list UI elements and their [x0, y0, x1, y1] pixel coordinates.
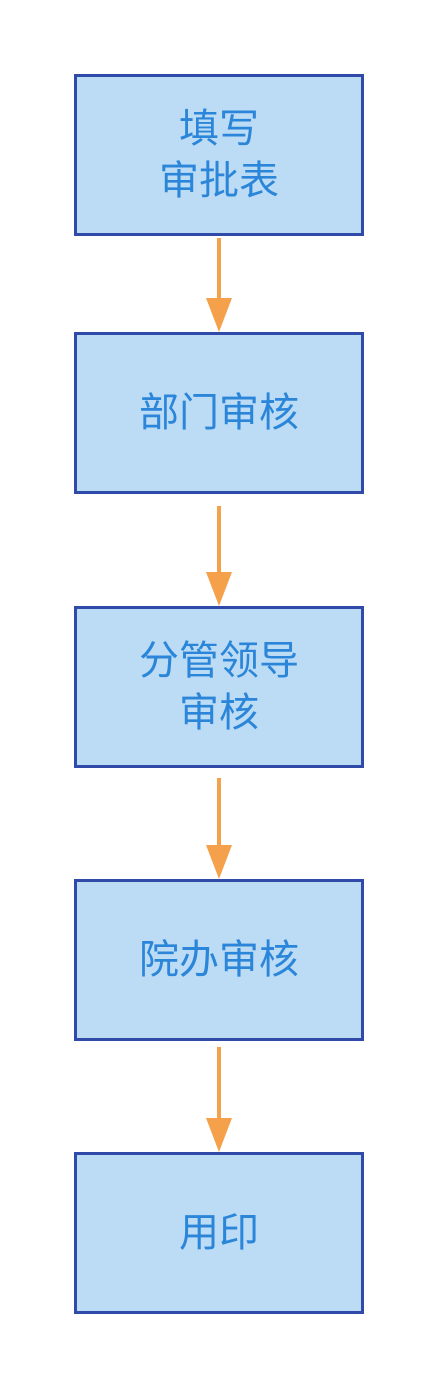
step-office-review: 院办审核 [74, 879, 364, 1041]
flow-arrow-2 [206, 506, 232, 606]
step-label-line: 填写 [179, 106, 259, 152]
step-supervisor-review: 分管领导 审核 [74, 606, 364, 768]
step-label-line: 用印 [179, 1210, 259, 1256]
flow-arrow-3 [206, 778, 232, 879]
arrow-head [206, 572, 232, 606]
step-seal: 用印 [74, 1152, 364, 1314]
step-label-line: 审批表 [159, 158, 279, 204]
step-label-line: 院办审核 [139, 937, 299, 983]
flow-arrow-4 [206, 1047, 232, 1152]
step-fill-approval-form: 填写 审批表 [74, 74, 364, 236]
step-label-line: 审核 [179, 690, 259, 736]
arrow-head [206, 298, 232, 332]
flow-arrow-1 [206, 238, 232, 332]
step-label-line: 分管领导 [139, 638, 299, 684]
arrow-head [206, 1118, 232, 1152]
step-label-line: 部门审核 [139, 390, 299, 436]
arrow-head [206, 845, 232, 879]
step-department-review: 部门审核 [74, 332, 364, 494]
